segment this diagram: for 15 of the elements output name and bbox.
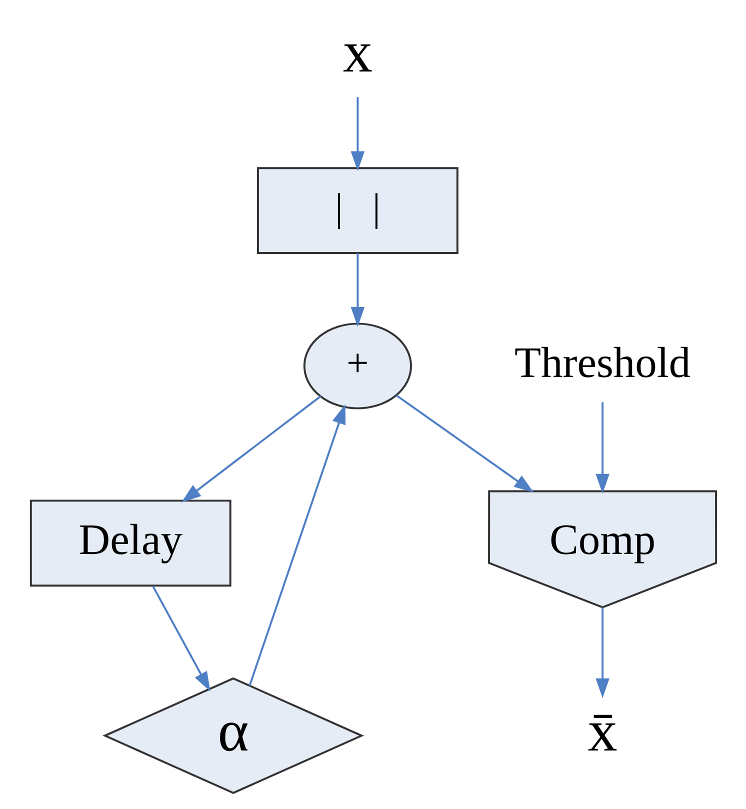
arrow	[180, 395, 321, 502]
node-box: Delay	[29, 500, 231, 587]
node-box: | |	[256, 167, 458, 254]
arrow	[595, 402, 609, 494]
node-text: Threshold	[514, 339, 690, 388]
node-ellipse: +	[302, 322, 412, 410]
arrow	[152, 586, 210, 692]
arrow	[350, 97, 364, 171]
node-diamond: α	[102, 677, 364, 794]
arrow	[248, 404, 346, 686]
node-text: x̄	[587, 697, 617, 764]
arrow	[350, 253, 364, 327]
arrow	[395, 394, 534, 493]
arrow	[595, 607, 609, 698]
node-text: x	[342, 18, 372, 84]
